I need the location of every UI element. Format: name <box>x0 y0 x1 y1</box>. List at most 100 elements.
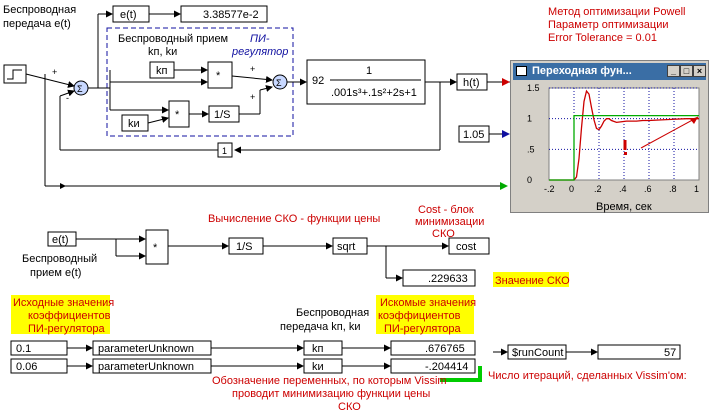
param-unknown-kp-label: parameterUnknown <box>98 343 194 355</box>
tf-numerator: 1 <box>366 65 372 77</box>
init-label-2: коэффициентов <box>28 310 111 322</box>
green-bracket <box>440 366 482 382</box>
found-label-3: ПИ-регулятора <box>384 323 462 335</box>
method-label-3: Error Tolerance = 0.01 <box>548 32 657 44</box>
e-display[interactable] <box>180 5 268 23</box>
x-tick-label: 0 <box>569 184 574 194</box>
maximize-icon[interactable]: □ <box>680 65 693 77</box>
plot-xlabel: Время, сек <box>596 201 652 213</box>
sum1-plus: + <box>52 67 57 77</box>
e-t-label: e(t) <box>120 9 137 21</box>
kp-label: kп <box>156 65 168 77</box>
setpoint-value: 1.05 <box>463 129 484 141</box>
run-count-value: 57 <box>664 347 676 359</box>
annotation-arrow <box>623 116 699 155</box>
minimize-icon[interactable]: _ <box>667 65 680 77</box>
sko-display[interactable] <box>402 269 476 287</box>
setpoint-curve <box>549 114 699 181</box>
init-highlight-1 <box>11 295 110 308</box>
method-label-1: Метод оптимизации Powell <box>548 6 685 18</box>
sum1-minus: - <box>66 93 69 103</box>
found-highlight-2 <box>376 308 474 321</box>
step-arrow <box>500 182 508 190</box>
y-tick-label: 0 <box>527 175 532 185</box>
cost-label-2: минимизации <box>415 216 484 228</box>
response-curve <box>549 89 699 181</box>
x-tick-label: .6 <box>644 184 652 194</box>
pi-label-1: ПИ- <box>250 33 270 45</box>
e-display-value: 3.38577e-2 <box>203 9 259 21</box>
mult-sq-block[interactable] <box>145 229 169 265</box>
svg-text:Σ: Σ <box>77 84 83 94</box>
sko-display-value: .229633 <box>428 273 468 285</box>
cost-label-3: СКО <box>432 228 455 240</box>
run-count-label: $runCount <box>512 347 563 359</box>
x-tick-label: -.2 <box>544 184 555 194</box>
output-arrow <box>502 78 510 86</box>
found-ki-value: -.204414 <box>425 361 468 373</box>
wireless-tx-label-1: Беспроводная <box>3 4 76 16</box>
y-tick-label: 1 <box>527 114 532 124</box>
sko-value-label: Значение СКО <box>495 275 570 287</box>
init-kp-value: 0.1 <box>16 343 31 355</box>
run-count-display[interactable] <box>597 344 681 360</box>
init-highlight-2 <box>11 308 110 321</box>
init-label-3: ПИ-регулятора <box>28 323 106 335</box>
sqrt-label: sqrt <box>337 241 355 253</box>
tx-k-label-1: Беспроводная <box>296 307 369 319</box>
tf-gain: 92 <box>312 75 324 87</box>
found-kp-value: .676765 <box>425 343 465 355</box>
mult-sq-label: * <box>153 242 158 254</box>
sum-junction-1[interactable]: Σ <box>73 80 89 96</box>
init-ki-value: 0.06 <box>16 361 37 373</box>
sum2-plus-b: + <box>250 92 255 102</box>
found-label-1: Искомые значения <box>380 297 476 309</box>
found-highlight-3 <box>376 321 474 334</box>
integrator-label: 1/S <box>214 109 231 121</box>
cost-block[interactable] <box>448 237 490 255</box>
mult-kp-label: * <box>216 70 221 82</box>
x-tick-label: .4 <box>619 184 627 194</box>
svg-text:Σ: Σ <box>276 78 282 88</box>
note-label-1: Обозначение переменных, по которым Vissi… <box>212 375 447 387</box>
y-tick-label: 1.5 <box>527 83 540 93</box>
pi-label-2: регулятор <box>231 46 288 58</box>
param-unknown-ki-label: parameterUnknown <box>98 361 194 373</box>
note-label-2: проводит минимизацию функции цены <box>232 388 430 400</box>
setpoint-arrow <box>502 130 510 138</box>
close-icon[interactable]: × <box>693 65 706 77</box>
h-t-label: h(t) <box>463 77 480 89</box>
sum-junction-2[interactable]: Σ <box>272 74 288 90</box>
integrator2-label: 1/S <box>236 241 253 253</box>
wireless-rx-label-2: kп, kи <box>148 46 177 58</box>
note-label-3: СКО <box>338 401 361 413</box>
tx-k-label-2: передача kп, kи <box>280 321 360 333</box>
ki-label: kи <box>128 118 140 130</box>
wireless-rx-label-1: Беспроводный прием <box>118 33 228 45</box>
kp-tx-label: kп <box>312 343 324 355</box>
mult-kp-block[interactable] <box>207 61 233 89</box>
y-tick-label: .5 <box>527 144 535 154</box>
step-block[interactable] <box>3 64 27 84</box>
cost-block-label: cost <box>456 241 476 253</box>
plot-title: Переходная фун... <box>532 65 632 77</box>
x-tick-label: 1 <box>694 184 699 194</box>
ki-tx-label: kи <box>312 361 324 373</box>
found-kp-display[interactable] <box>390 340 476 356</box>
init-label-1: Исходные значения <box>13 297 114 309</box>
x-tick-label: .2 <box>594 184 602 194</box>
init-highlight-3 <box>11 321 110 334</box>
cost-label-1: Cost - блок <box>418 204 474 216</box>
mult-ki-label: * <box>175 109 180 121</box>
found-label-2: коэффициентов <box>378 310 461 322</box>
iter-label: Число итераций, сделанных Vissim'ом: <box>488 370 687 382</box>
rx-e-label-1: Беспроводный <box>22 253 97 265</box>
tf-denominator: .001s³+.1s²+2s+1 <box>331 87 417 99</box>
method-label-2: Параметр оптимизации <box>548 19 669 31</box>
plant-transfer-function[interactable] <box>306 59 426 105</box>
found-ki-display[interactable] <box>390 358 476 374</box>
plot-title-bar[interactable]: Переходная фун... _ □ × <box>513 63 706 80</box>
sum2-plus-a: + <box>250 64 255 74</box>
